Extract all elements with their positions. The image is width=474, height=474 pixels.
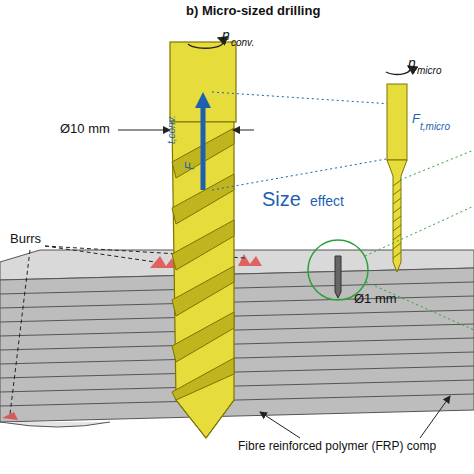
micro-flute bbox=[393, 207, 401, 213]
material-label: Fibre reinforced polymer (FRP) comp bbox=[238, 440, 436, 453]
callout-label: Burrs bbox=[10, 232, 41, 246]
dimension-label: Ø1 mm bbox=[354, 292, 397, 306]
micro-flute bbox=[393, 243, 401, 249]
burr bbox=[238, 254, 262, 266]
size-effect-label: Size bbox=[262, 188, 301, 210]
force-arrowhead bbox=[195, 92, 211, 108]
ply-line bbox=[0, 310, 474, 322]
force-arrow bbox=[201, 104, 206, 190]
speed-symbol: n bbox=[408, 56, 416, 71]
zoom-circle bbox=[308, 240, 368, 300]
micro-flute bbox=[393, 216, 401, 222]
flute-band bbox=[172, 220, 234, 270]
comparison-line bbox=[212, 158, 392, 190]
zoom-line bbox=[365, 206, 474, 256]
dimension-line bbox=[236, 130, 254, 131]
plate-edge bbox=[0, 422, 110, 427]
size-effect-label: effect bbox=[310, 194, 344, 209]
micro-flute bbox=[393, 189, 401, 195]
flute-band bbox=[172, 312, 234, 362]
panel-title: b) Micro-sized drilling bbox=[186, 4, 320, 18]
speed-subscript: conv. bbox=[231, 37, 254, 48]
leader-line bbox=[45, 246, 155, 262]
rotation-arrow bbox=[188, 38, 223, 48]
rotation-arrow bbox=[386, 66, 410, 74]
ply-line bbox=[0, 352, 474, 364]
micro-flute bbox=[393, 252, 401, 258]
dimension-line bbox=[118, 130, 170, 131]
leader-line bbox=[420, 396, 450, 438]
speed-symbol: n bbox=[222, 28, 230, 43]
ply-line bbox=[0, 366, 474, 378]
ply-line bbox=[0, 394, 474, 406]
speed-subscript: micro bbox=[417, 65, 441, 76]
ply-line bbox=[0, 324, 474, 336]
micro-drill-shank bbox=[387, 84, 407, 160]
leader-line bbox=[260, 412, 300, 438]
micro-flute bbox=[393, 234, 401, 240]
drill-tip bbox=[176, 400, 234, 438]
micro-hole bbox=[335, 256, 341, 298]
flute-band bbox=[172, 266, 234, 316]
micro-flute bbox=[393, 180, 401, 186]
ply-line bbox=[0, 380, 474, 392]
force-subscript: t,conv. bbox=[166, 115, 177, 144]
comparison-line bbox=[212, 92, 392, 104]
burr bbox=[150, 256, 176, 268]
ply-line bbox=[0, 296, 474, 308]
force-subscript: t,micro bbox=[420, 121, 450, 132]
zoom-line bbox=[400, 150, 474, 180]
leader-line bbox=[10, 250, 30, 414]
ply-lines bbox=[0, 282, 474, 406]
plate-front bbox=[0, 268, 474, 422]
ply-line bbox=[0, 338, 474, 350]
ply-line bbox=[0, 282, 474, 294]
force-symbol: F bbox=[183, 162, 197, 170]
micro-flute bbox=[393, 198, 401, 204]
dimension-label: Ø10 mm bbox=[60, 122, 110, 136]
micro-flute bbox=[393, 225, 401, 231]
micro-drill-flutes bbox=[393, 180, 401, 258]
micro-drill-body bbox=[387, 160, 407, 272]
flute-band bbox=[172, 358, 234, 400]
force-symbol: F bbox=[412, 112, 420, 126]
